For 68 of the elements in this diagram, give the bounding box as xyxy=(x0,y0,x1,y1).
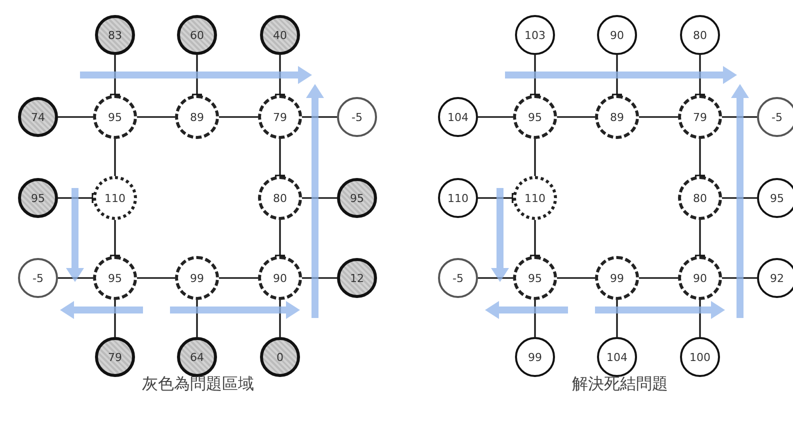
connector-line xyxy=(534,139,536,176)
connector-line xyxy=(274,55,286,96)
dashed-circle-node: 95 xyxy=(513,256,557,300)
circle-node: 0 xyxy=(260,337,300,377)
dotted-circle-node: 110 xyxy=(93,176,137,220)
circle-node: 100 xyxy=(680,337,720,377)
dashed-circle-node: 95 xyxy=(93,95,137,139)
circle-node: 40 xyxy=(260,15,300,55)
dashed-circle-node: 95 xyxy=(93,256,137,300)
circle-node: 99 xyxy=(515,337,555,377)
connector-line xyxy=(639,116,678,118)
connector-line xyxy=(274,139,286,178)
dotted-circle-node: 110 xyxy=(513,176,557,220)
connector-line xyxy=(274,220,286,258)
connector-line xyxy=(190,55,204,96)
circle-node: 64 xyxy=(177,337,217,377)
connector-line xyxy=(557,116,595,118)
circle-node: 74 xyxy=(18,97,58,137)
dashed-circle-node: 79 xyxy=(258,95,302,139)
dashed-circle-node: 79 xyxy=(678,95,722,139)
connector-line xyxy=(58,277,93,279)
circle-node: -5 xyxy=(757,97,793,137)
caption-text: 解決死結問題 xyxy=(572,374,668,395)
circle-node: 92 xyxy=(757,258,793,298)
circle-node: 80 xyxy=(680,15,720,55)
connector-line xyxy=(58,116,93,118)
connector-line xyxy=(557,277,595,279)
dashed-circle-node: 80 xyxy=(678,176,722,220)
circle-node: 90 xyxy=(597,15,637,55)
connector-line xyxy=(694,220,706,258)
dashed-circle-node: 99 xyxy=(175,256,219,300)
dashed-circle-node: 90 xyxy=(678,256,722,300)
circle-node: 95 xyxy=(337,178,377,218)
dashed-circle-node: 89 xyxy=(595,95,639,139)
connector-line xyxy=(694,55,706,96)
circle-node: 103 xyxy=(515,15,555,55)
connector-line xyxy=(108,55,122,96)
dashed-circle-node: 80 xyxy=(258,176,302,220)
connector-line xyxy=(137,277,175,279)
circle-node: 83 xyxy=(95,15,135,55)
circle-node: -5 xyxy=(337,97,377,137)
connector-line xyxy=(108,220,122,258)
connector-line xyxy=(219,277,258,279)
dashed-circle-node: 89 xyxy=(175,95,219,139)
connector-line xyxy=(219,116,258,118)
dashed-circle-node: 99 xyxy=(595,256,639,300)
caption-text: 灰色為問題區域 xyxy=(142,374,254,395)
circle-node: 104 xyxy=(597,337,637,377)
connector-line xyxy=(528,55,542,96)
circle-node: 95 xyxy=(18,178,58,218)
circle-node: 95 xyxy=(757,178,793,218)
connector-line xyxy=(694,139,706,178)
connector-line xyxy=(639,277,678,279)
circle-node: -5 xyxy=(18,258,58,298)
circle-node: 60 xyxy=(177,15,217,55)
connector-line xyxy=(610,55,624,96)
circle-node: 104 xyxy=(438,97,478,137)
connector-line xyxy=(478,277,513,279)
dashed-circle-node: 95 xyxy=(513,95,557,139)
circle-node: 12 xyxy=(337,258,377,298)
dashed-circle-node: 90 xyxy=(258,256,302,300)
circle-node: 79 xyxy=(95,337,135,377)
connector-line xyxy=(478,116,513,118)
connector-line xyxy=(114,139,116,176)
circle-node: 110 xyxy=(438,178,478,218)
connector-line xyxy=(137,116,175,118)
circle-node: -5 xyxy=(438,258,478,298)
connector-line xyxy=(528,220,542,258)
